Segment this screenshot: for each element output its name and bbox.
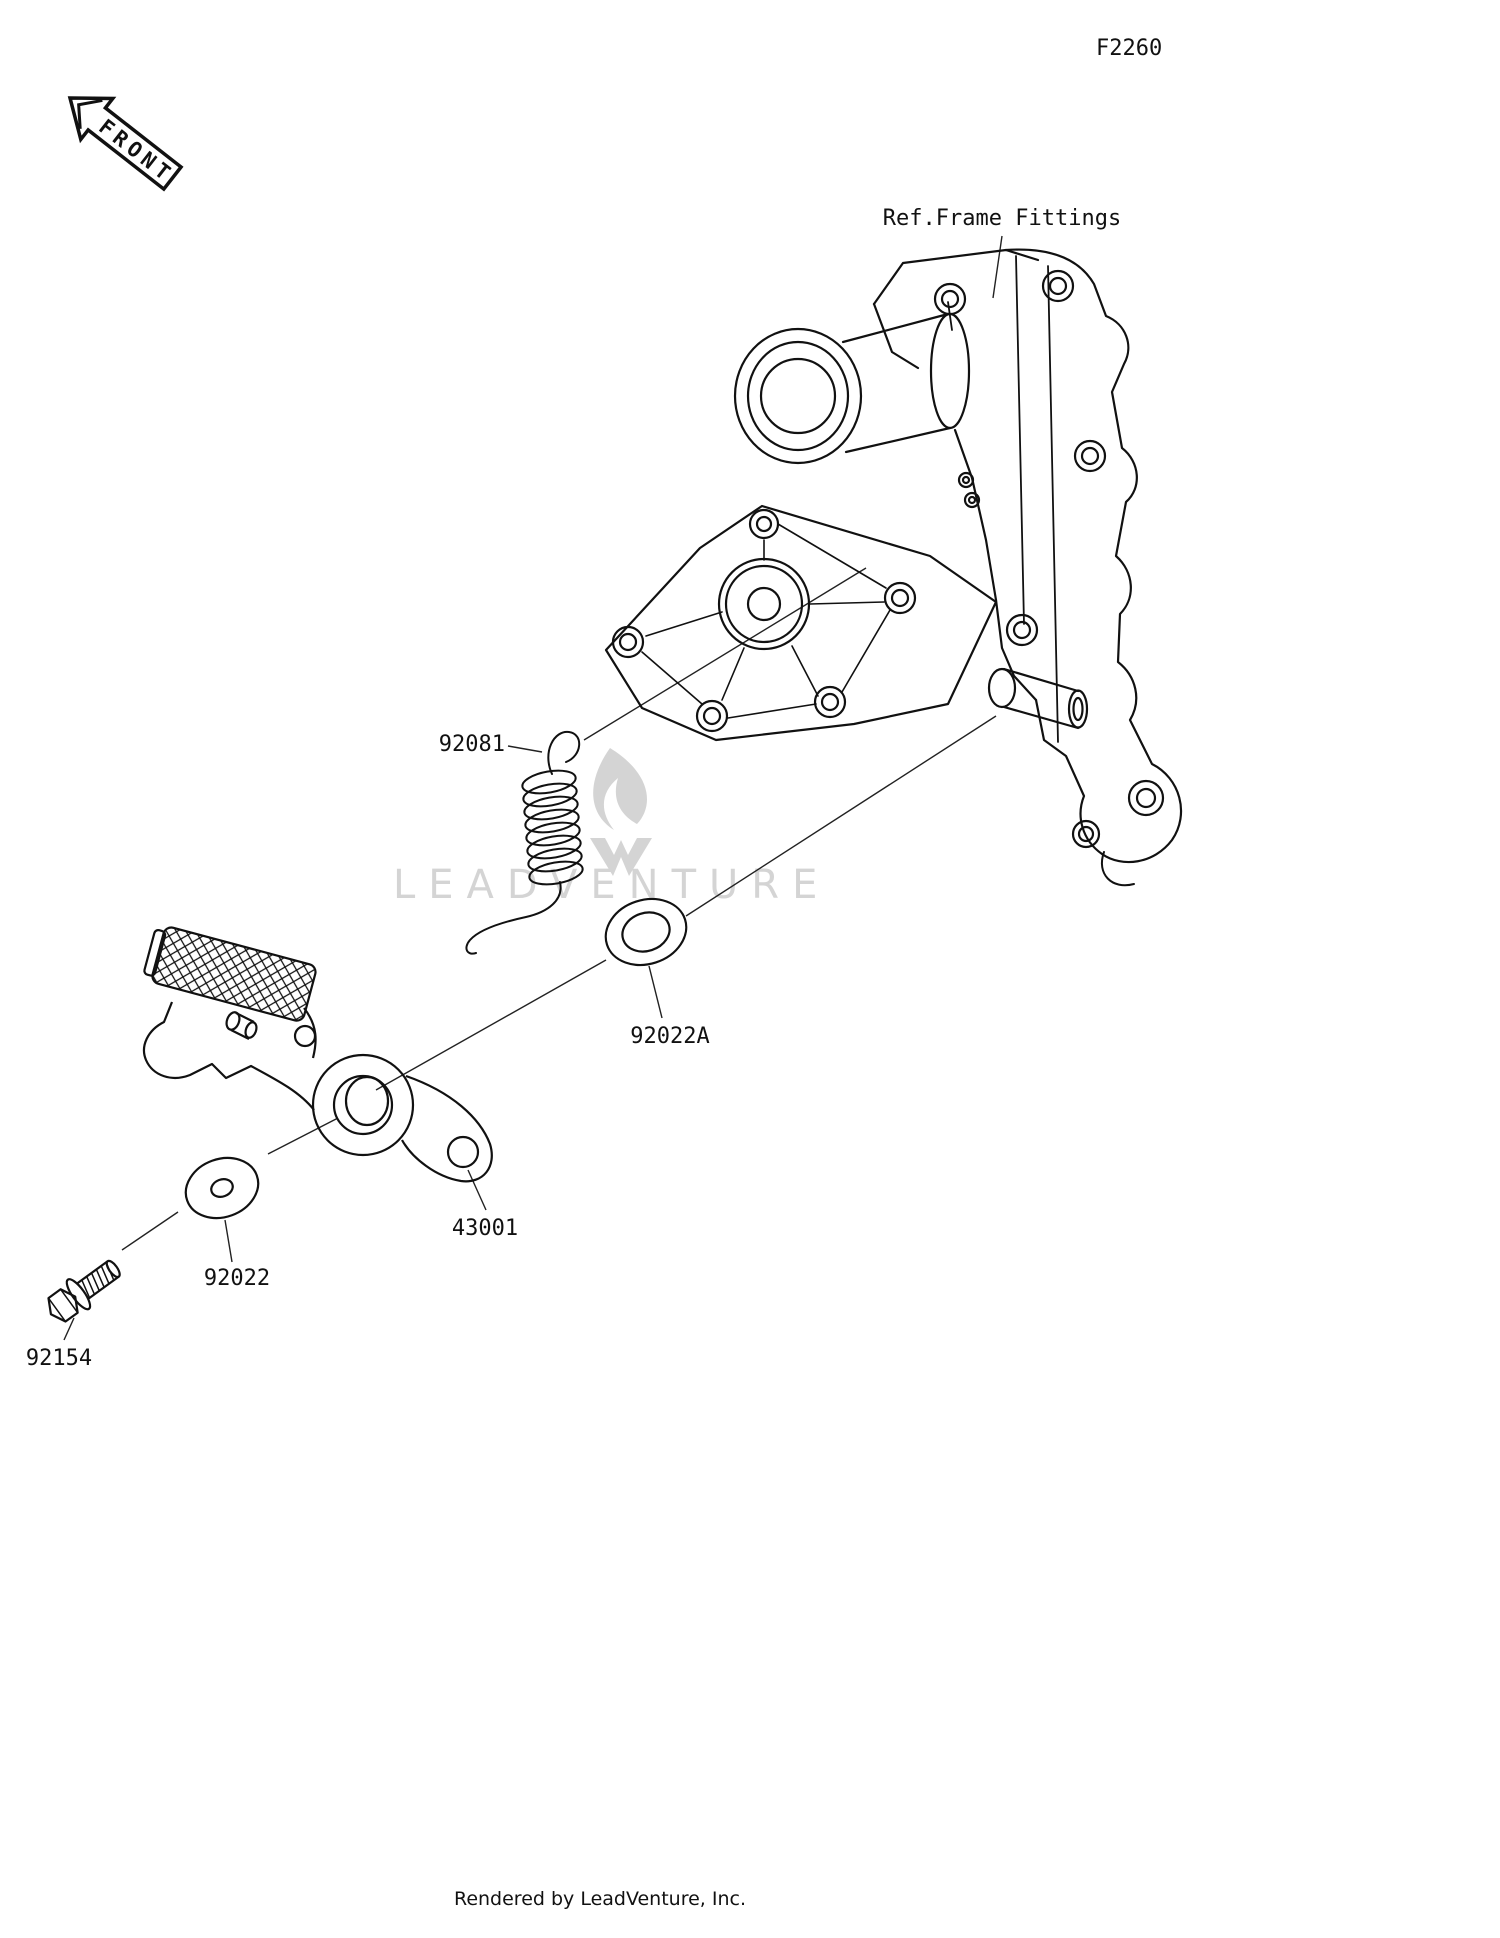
front-arrow-shape <box>67 96 184 192</box>
part-label-92081[interactable]: 92081 <box>438 732 505 757</box>
front-arrow-chevron <box>77 98 103 129</box>
ref-frame-fittings-label: Ref.Frame Fittings <box>882 206 1122 231</box>
brake-pedal-drawing <box>142 926 493 1183</box>
front-arrow-icon: FRONT <box>67 96 184 192</box>
return-spring-drawing <box>465 730 584 955</box>
washer-92022-drawing <box>184 1156 260 1220</box>
bolt-92154-drawing <box>47 1259 121 1323</box>
leader-lines <box>63 235 1003 1341</box>
watermark-text: LEADVENTURE <box>393 862 831 908</box>
part-label-92022[interactable]: 92022 <box>203 1266 271 1291</box>
part-label-92022a[interactable]: 92022A <box>630 1024 710 1049</box>
footer-credit: Rendered by LeadVenture, Inc. <box>453 1888 747 1910</box>
part-label-92154[interactable]: 92154 <box>25 1346 93 1371</box>
figure-code: F2260 <box>1096 36 1163 61</box>
front-label: FRONT <box>94 115 178 188</box>
frame-fitting-drawing <box>604 248 1183 887</box>
washer-92022a-drawing <box>604 897 688 967</box>
part-label-43001[interactable]: 43001 <box>451 1216 519 1241</box>
watermark-flame-icon <box>590 748 652 876</box>
